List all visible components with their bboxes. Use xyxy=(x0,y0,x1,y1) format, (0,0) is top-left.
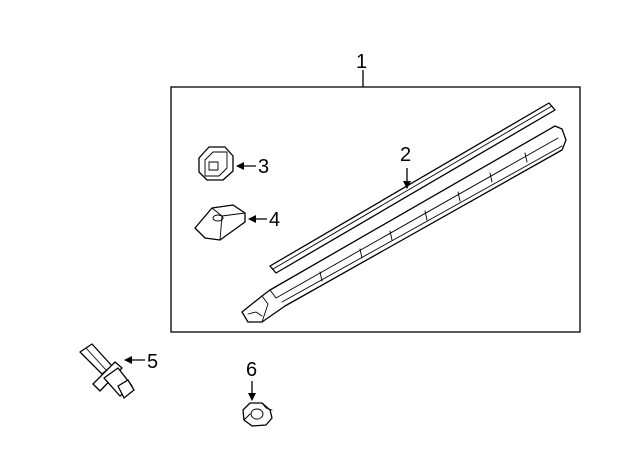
assembly-box xyxy=(170,86,581,333)
clip-part-3 xyxy=(198,146,234,181)
callout-2: 2 xyxy=(400,144,411,166)
callout-6: 6 xyxy=(246,359,257,381)
callout-3: 3 xyxy=(258,156,269,178)
bracket-part-4 xyxy=(194,204,246,241)
rivet-part-5 xyxy=(79,343,135,399)
callout-4: 4 xyxy=(269,209,280,231)
rocker-molding xyxy=(241,125,567,323)
grommet-part-6 xyxy=(242,402,273,427)
callout-1: 1 xyxy=(356,51,367,73)
upper-molding-strip xyxy=(269,102,556,274)
callout-5: 5 xyxy=(147,351,158,373)
